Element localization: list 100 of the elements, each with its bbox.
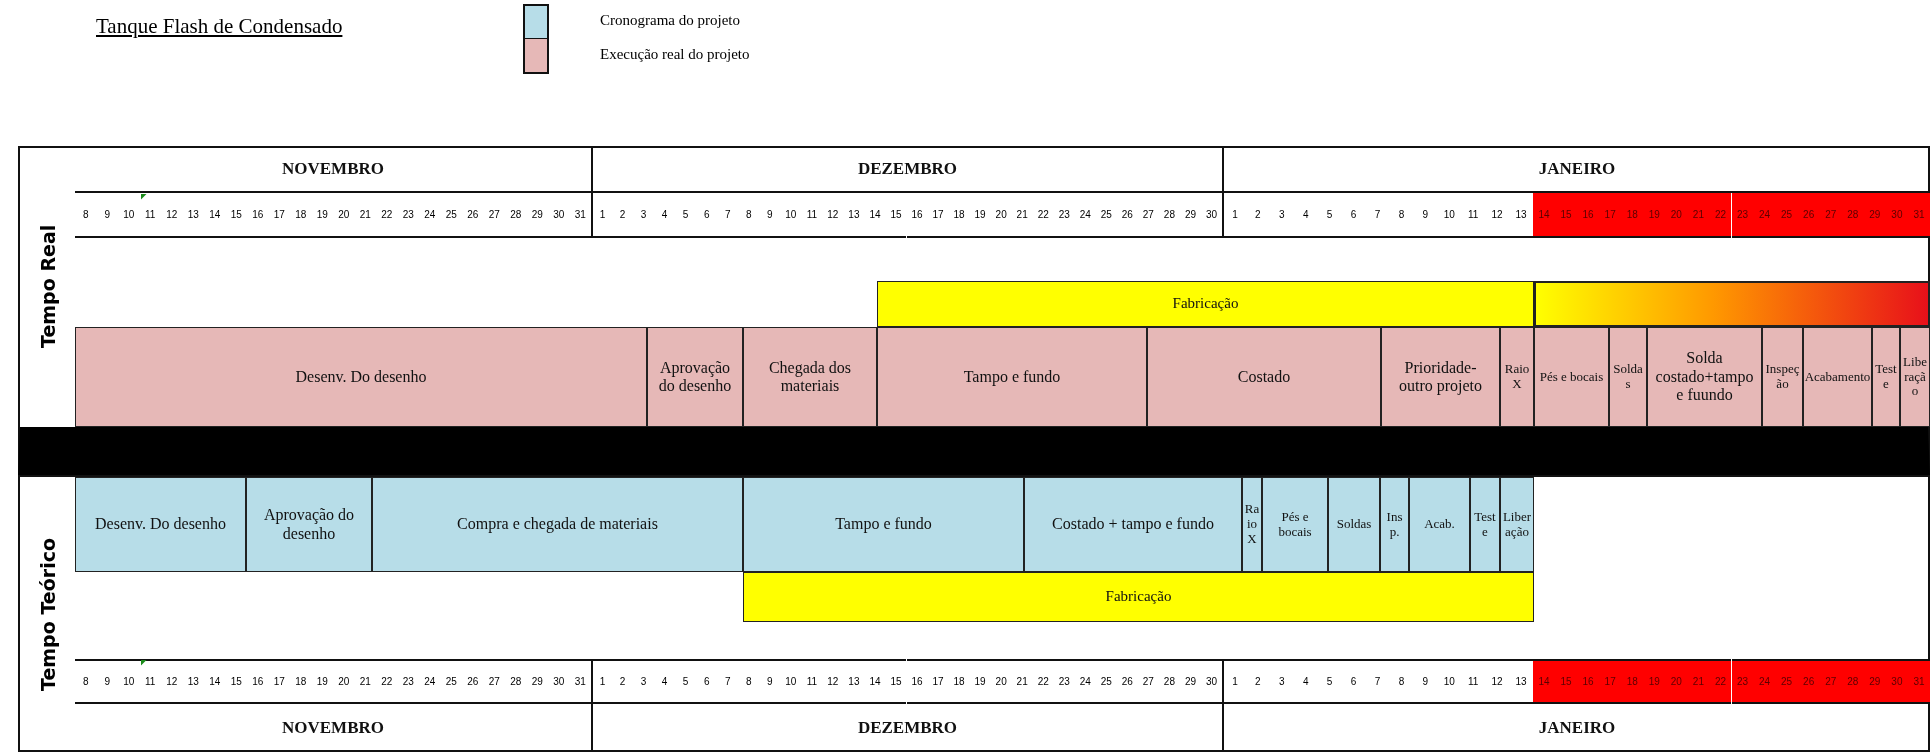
day-number: 3 <box>1269 659 1294 704</box>
day-number: 4 <box>654 193 676 238</box>
day-number: 13 <box>182 659 204 704</box>
day-number: 27 <box>1137 193 1159 238</box>
day-number: 25 <box>1095 659 1117 704</box>
phase-bar <box>1534 281 1930 327</box>
day-number: 30 <box>548 193 570 238</box>
day-number: 17 <box>1599 193 1622 238</box>
day-number: 13 <box>843 659 865 704</box>
day-number: 10 <box>1437 193 1462 238</box>
day-number: 2 <box>1245 193 1270 238</box>
day-number: 9 <box>96 659 118 704</box>
day-number: 1 <box>1222 659 1246 704</box>
day-number: 11 <box>801 193 823 238</box>
day-number: 10 <box>780 193 802 238</box>
day-number: 12 <box>822 659 844 704</box>
day-number: 1 <box>591 659 613 704</box>
day-number: 16 <box>247 659 269 704</box>
task-bar: Solda costado+tampo e fuundo <box>1647 327 1762 427</box>
day-number: 6 <box>1341 659 1366 704</box>
day-number: 18 <box>948 659 970 704</box>
day-number: 24 <box>419 193 441 238</box>
day-number: 2 <box>1245 659 1270 704</box>
task-bar: Aprovação do desenho <box>246 477 372 572</box>
day-number: 30 <box>1200 659 1222 704</box>
task-bar: Prioridade- outro projeto <box>1381 327 1500 427</box>
day-number: 3 <box>633 659 655 704</box>
day-number: 28 <box>505 659 527 704</box>
day-number: 20 <box>333 193 355 238</box>
day-number: 22 <box>376 193 398 238</box>
task-bar: Acabamento <box>1803 327 1872 427</box>
day-number: 24 <box>1074 193 1096 238</box>
task-bar: Costado <box>1147 327 1381 427</box>
legend-label: Cronograma do projeto <box>600 12 740 29</box>
day-number: 28 <box>1841 659 1864 704</box>
day-number: 16 <box>247 193 269 238</box>
day-number: 16 <box>1577 193 1600 238</box>
day-number: 10 <box>1437 659 1462 704</box>
day-number: 23 <box>397 659 419 704</box>
day-number: 24 <box>1753 193 1776 238</box>
day-number: 15 <box>885 193 907 238</box>
day-number: 1 <box>591 193 613 238</box>
task-bar: Pés e bocais <box>1262 477 1328 572</box>
day-number: 14 <box>1533 193 1556 238</box>
task-bar: Pés e bocais <box>1534 327 1609 427</box>
day-number: 10 <box>118 659 140 704</box>
day-number: 18 <box>1621 193 1644 238</box>
day-number: 28 <box>1158 193 1180 238</box>
month-heading: NOVEMBRO <box>75 146 591 193</box>
day-number: 17 <box>927 193 949 238</box>
day-number: 29 <box>526 659 548 704</box>
day-number: 22 <box>1032 659 1054 704</box>
day-number: 31 <box>1907 659 1930 704</box>
task-bar: Tampo e fundo <box>743 477 1024 572</box>
day-number: 15 <box>225 659 247 704</box>
day-number: 14 <box>204 659 226 704</box>
day-number: 29 <box>526 193 548 238</box>
day-number: 3 <box>633 193 655 238</box>
day-number: 15 <box>225 193 247 238</box>
day-number: 24 <box>1074 659 1096 704</box>
day-number: 10 <box>780 659 802 704</box>
legend-label: Execução real do projeto <box>600 46 750 63</box>
day-number: 13 <box>182 193 204 238</box>
day-number: 23 <box>1053 193 1075 238</box>
day-number: 28 <box>505 193 527 238</box>
day-number: 4 <box>654 659 676 704</box>
day-number: 13 <box>843 193 865 238</box>
task-bar: Teste <box>1470 477 1500 572</box>
month-heading: DEZEMBRO <box>591 704 1222 752</box>
day-number: 10 <box>118 193 140 238</box>
day-number: 6 <box>696 193 718 238</box>
day-number: 14 <box>1533 659 1556 704</box>
day-number: 23 <box>1731 193 1754 238</box>
day-number: 20 <box>1665 659 1688 704</box>
task-bar: Insp. <box>1380 477 1409 572</box>
day-number: 9 <box>96 193 118 238</box>
day-number: 29 <box>1179 659 1201 704</box>
chart-title: Tanque Flash de Condensado <box>96 14 343 39</box>
month-heading: NOVEMBRO <box>281 717 385 740</box>
day-number: 30 <box>1885 659 1908 704</box>
day-number: 25 <box>1095 193 1117 238</box>
day-number: 19 <box>311 193 333 238</box>
day-number: 7 <box>1365 193 1390 238</box>
day-number: 25 <box>440 659 462 704</box>
day-number: 19 <box>969 659 991 704</box>
day-number: 19 <box>1643 193 1666 238</box>
day-number: 16 <box>906 659 928 704</box>
day-number: 4 <box>1293 659 1318 704</box>
day-number: 20 <box>990 193 1012 238</box>
day-number: 26 <box>1116 659 1138 704</box>
day-number: 9 <box>759 659 781 704</box>
day-number: 9 <box>759 193 781 238</box>
day-number: 26 <box>462 193 484 238</box>
day-number: 15 <box>885 659 907 704</box>
day-number: 19 <box>311 659 333 704</box>
day-number: 11 <box>801 659 823 704</box>
day-number: 5 <box>675 193 697 238</box>
day-number: 25 <box>1775 659 1798 704</box>
day-number: 27 <box>1137 659 1159 704</box>
day-number: 18 <box>948 193 970 238</box>
